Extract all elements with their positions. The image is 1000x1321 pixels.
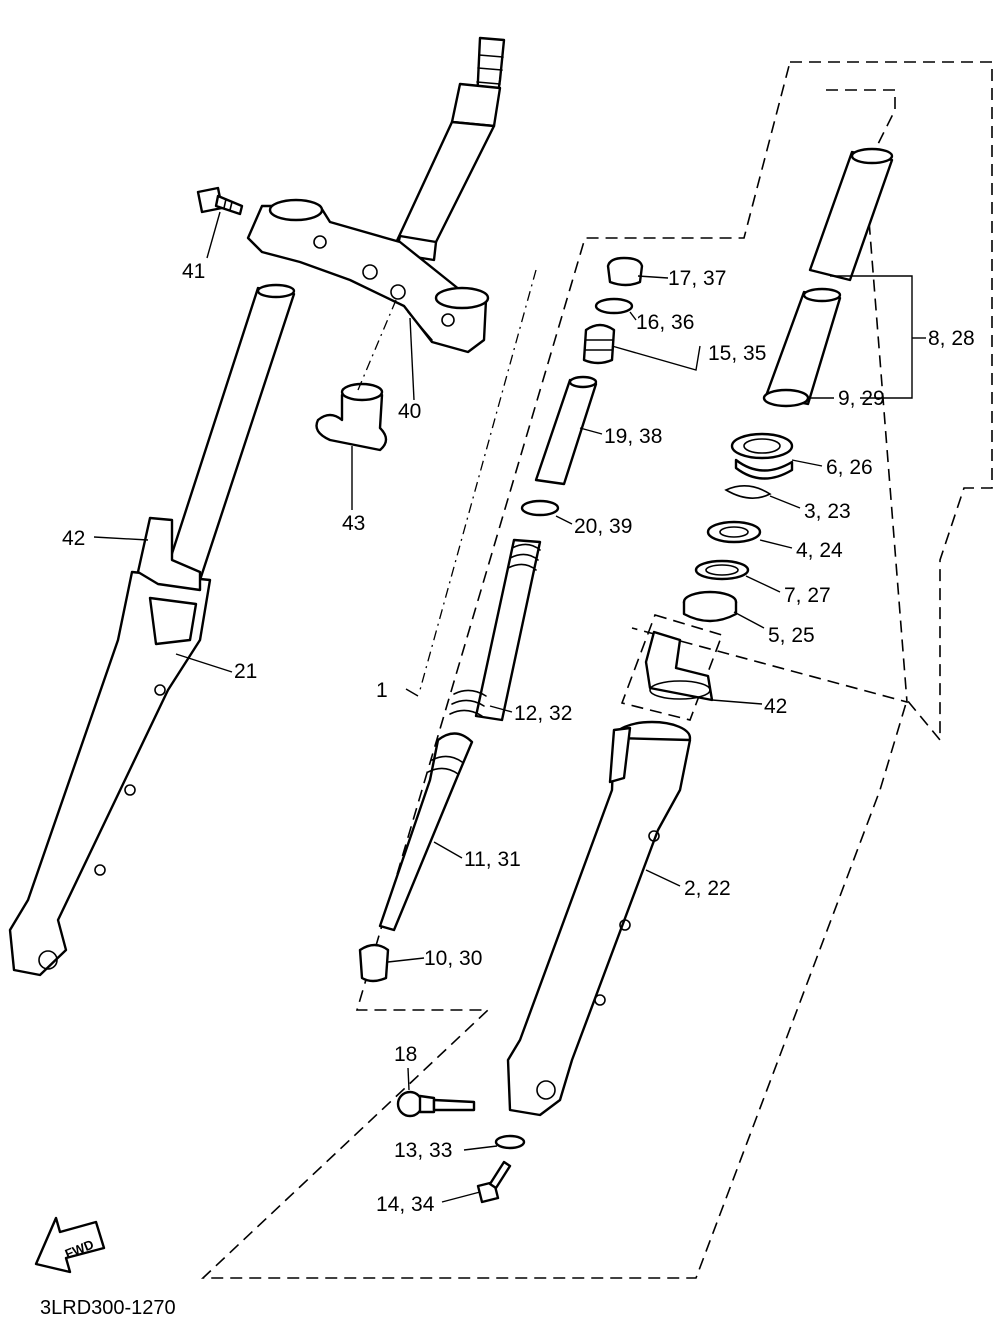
callout-43: 43 — [342, 512, 365, 535]
callout-41: 41 — [182, 260, 205, 283]
callout-19-38: 19, 38 — [604, 425, 662, 448]
callout-3-23: 3, 23 — [804, 500, 851, 523]
inner-tube-group — [682, 147, 894, 623]
callout-2-22: 2, 22 — [684, 877, 731, 900]
stem-axis-line — [357, 299, 397, 391]
callout-42-left: 42 — [62, 527, 85, 550]
callout-11-31: 11, 31 — [464, 848, 521, 871]
steering-stem-under-bracket — [246, 36, 506, 354]
drain-washer-13 — [494, 1134, 526, 1150]
callout-14-34: 14, 34 — [376, 1193, 435, 1216]
inner-tube-group-boundary — [631, 89, 908, 704]
dust-seal-group-boundary — [620, 614, 724, 721]
callout-18: 18 — [394, 1043, 417, 1066]
stem-cap-43 — [315, 382, 388, 452]
axle-pinch-bolt-18 — [396, 1090, 476, 1118]
callout-40: 40 — [398, 400, 421, 423]
callout-6-26: 6, 26 — [826, 456, 873, 479]
callout-21: 21 — [234, 660, 257, 683]
callout-8-28: 8, 28 — [928, 327, 975, 350]
callout-1: 1 — [376, 679, 388, 702]
callout-4-24: 4, 24 — [796, 539, 843, 562]
fork-assembly-boundary — [200, 61, 993, 1279]
damper-axis-line — [419, 269, 537, 691]
callout-5-25: 5, 25 — [768, 624, 815, 647]
leader-lines — [93, 211, 926, 1203]
callout-7-27: 7, 27 — [784, 584, 831, 607]
callout-10-30: 10, 30 — [424, 947, 482, 970]
callout-15-35: 15, 35 — [708, 342, 766, 365]
callout-17-37: 17, 37 — [668, 267, 726, 290]
outer-tube-2-22 — [506, 720, 692, 1117]
callout-labels: 41 40 43 42 21 1 17, 37 16, 36 15, 35 19… — [62, 260, 975, 1216]
diagram-code: 3LRD300-1270 — [40, 1297, 176, 1319]
forward-direction-arrow: FWD — [34, 1216, 106, 1274]
dust-seal-42 — [644, 630, 714, 702]
callout-9-29: 9, 29 — [838, 387, 885, 410]
callout-16-36: 16, 36 — [636, 311, 694, 334]
callout-42-right: 42 — [764, 695, 787, 718]
drain-screw-14 — [476, 1160, 512, 1204]
callout-20-39: 20, 39 — [574, 515, 632, 538]
pinch-bolt-41 — [196, 186, 244, 216]
callout-13-33: 13, 33 — [394, 1139, 452, 1162]
callout-12-32: 12, 32 — [514, 702, 572, 725]
damper-rod-assembly — [358, 256, 644, 983]
left-fork-leg-21 — [8, 283, 296, 977]
